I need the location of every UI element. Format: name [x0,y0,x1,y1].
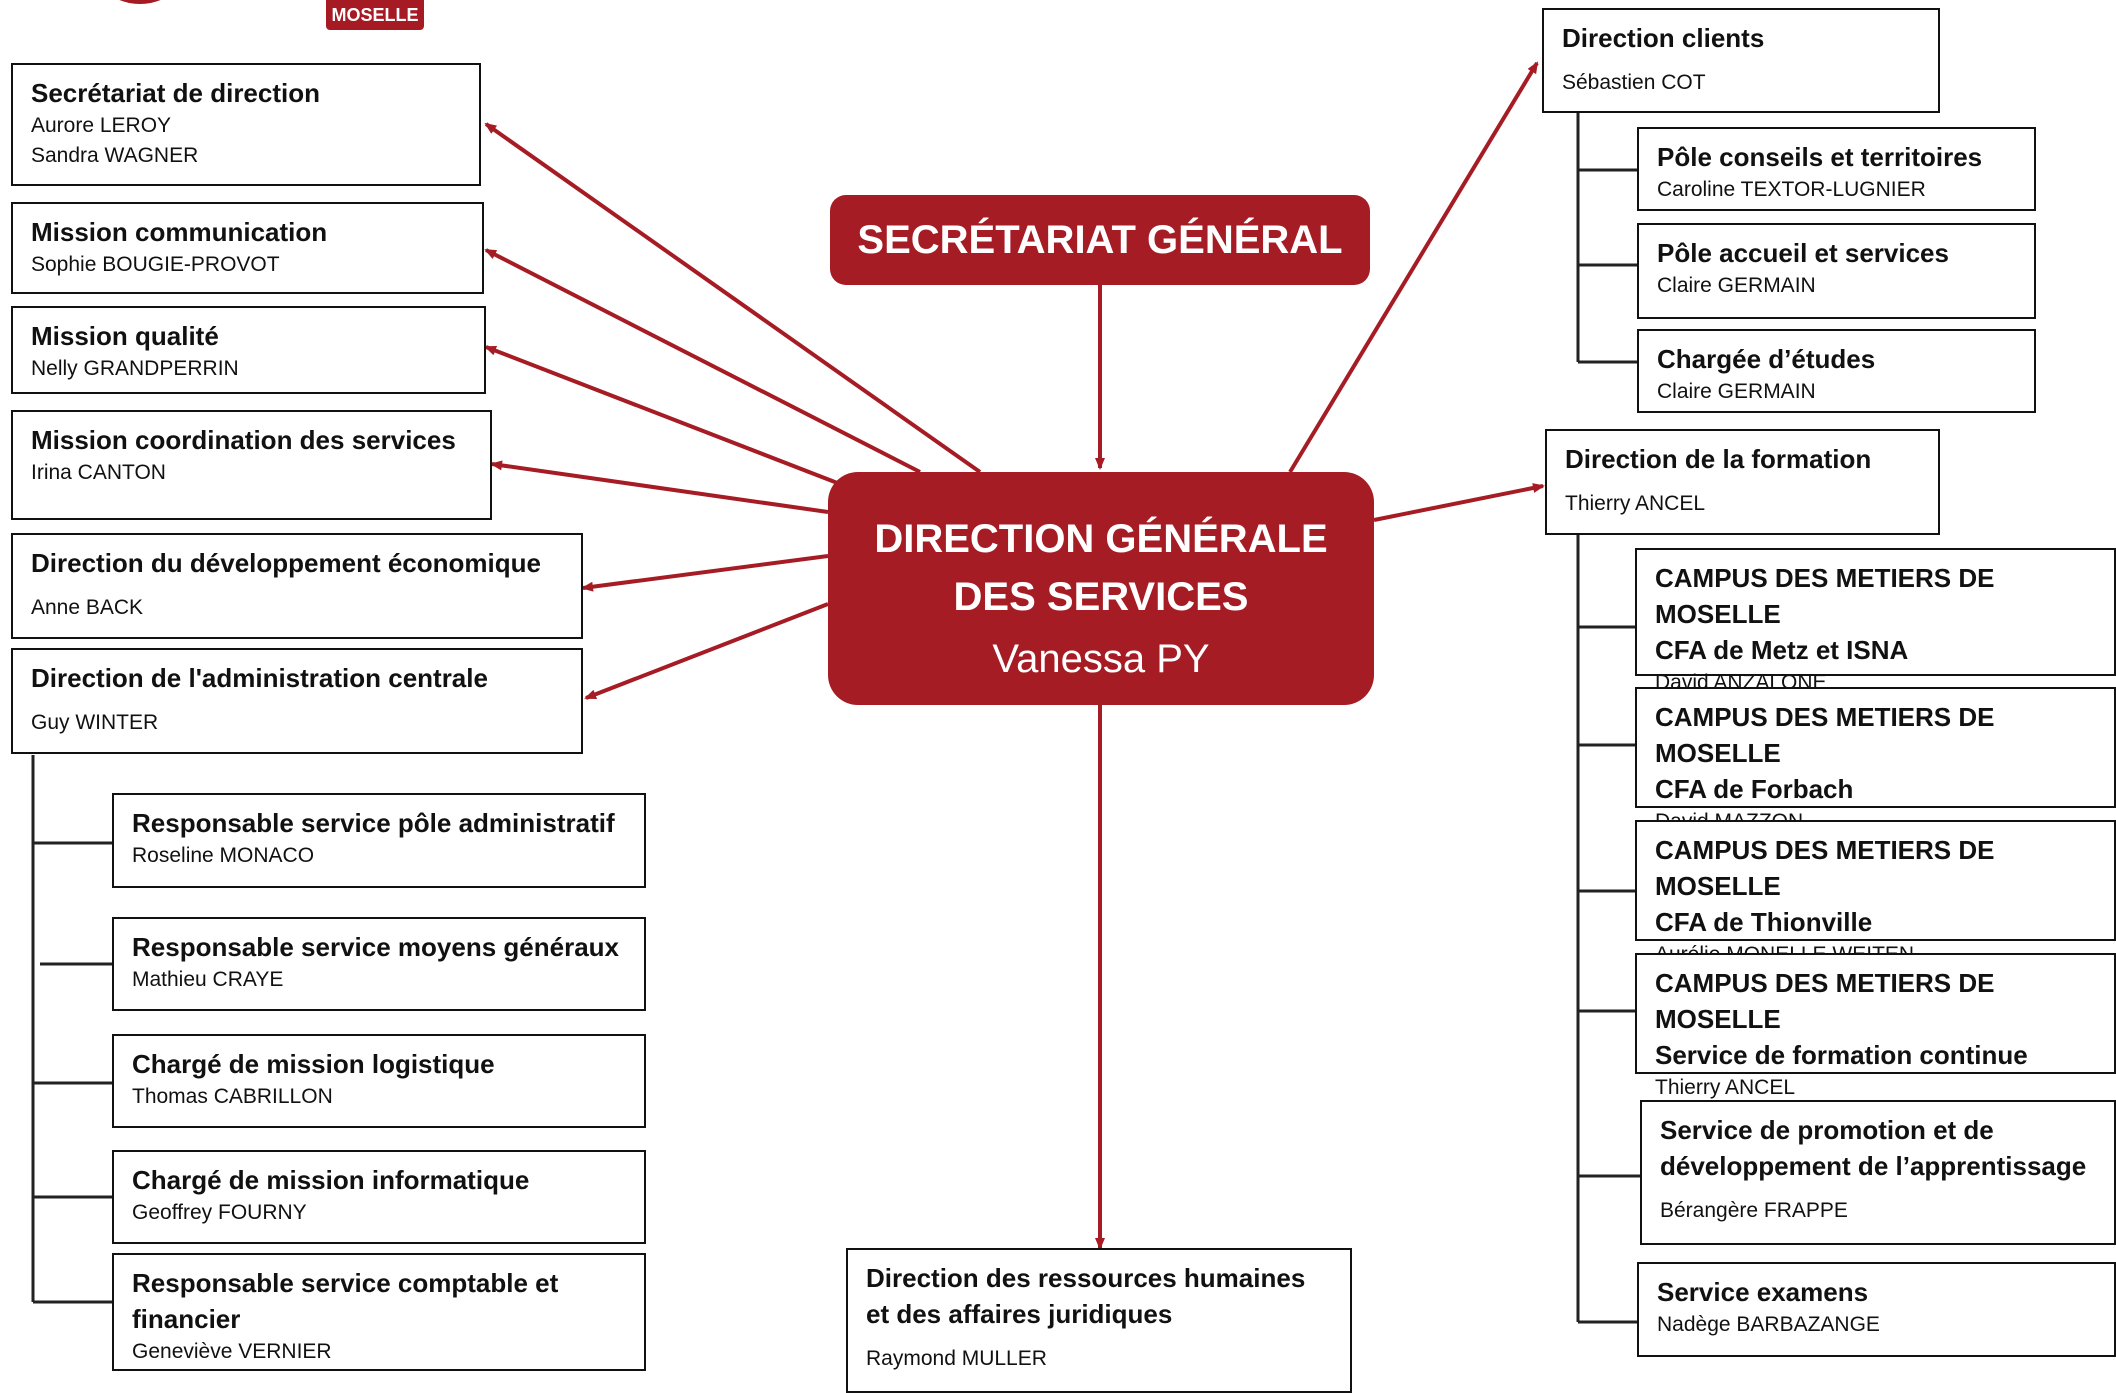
box-title-line: développement de l’apprentissage [1660,1151,2087,1181]
box-pole-accueil: Pôle accueil et services Claire GERMAIN [1637,223,2036,319]
box-pole-administratif: Responsable service pôle administratif R… [112,793,646,888]
box-title: Responsable service moyens généraux [132,932,620,962]
box-mission-coordination: Mission coordination des services Irina … [11,410,492,520]
box-mission-logistique: Chargé de mission logistique Thomas CABR… [112,1034,646,1128]
box-title: Chargé de mission logistique [132,1049,495,1079]
box-title: Direction clients [1562,23,1765,53]
box-cfa-forbach: CAMPUS DES METIERS DE MOSELLE CFA de For… [1635,687,2116,833]
person-name: Sébastien COT [1562,71,1706,94]
box-title-line: CFA de Thionville [1655,907,1873,937]
box-title-line: CAMPUS DES METIERS DE MOSELLE [1655,702,1995,768]
box-title-line: Service de promotion et de [1660,1115,1994,1145]
dgs-name: Vanessa PY [992,637,1210,681]
box-title: Chargé de mission informatique [132,1165,530,1195]
box-title: Direction de l'administration centrale [31,663,488,693]
person-name: Roseline MONACO [132,844,315,867]
box-title: Pôle accueil et services [1657,238,1949,268]
box-title: Mission coordination des services [31,425,456,455]
box-title-line: CAMPUS DES METIERS DE MOSELLE [1655,563,1995,629]
box-title: Secrétariat de direction [31,78,320,108]
person-name: Anne BACK [31,596,144,619]
box-secretariat-direction: Secrétariat de direction Aurore LEROY Sa… [11,63,481,186]
box-title-line: Service de formation continue [1655,1040,2028,1070]
box-moyens-generaux: Responsable service moyens généraux Math… [112,917,646,1011]
person-name: Thierry ANCEL [1655,1076,1796,1099]
person-name: Irina CANTON [31,461,166,484]
person-name: Geoffrey FOURNY [132,1201,307,1224]
person-name: Claire GERMAIN [1657,380,1816,403]
person-name: Nadège BARBAZANGE [1657,1313,1880,1336]
person-name: Claire GERMAIN [1657,274,1816,297]
box-title-line: et des affaires juridiques [866,1299,1173,1329]
person-name: Sandra WAGNER [31,144,199,167]
box-title: Direction de la formation [1565,444,1872,474]
box-title: Mission communication [31,217,328,247]
box-title-line: CAMPUS DES METIERS DE MOSELLE [1655,835,1995,901]
box-title: Chargée d’études [1657,344,1876,374]
arrow-direction-formation [1373,483,1545,522]
box-mission-informatique: Chargé de mission informatique Geoffrey … [112,1150,646,1244]
box-cfa-thionville: CAMPUS DES METIERS DE MOSELLE CFA de Thi… [1635,820,2116,966]
person-name: Thomas CABRILLON [132,1085,333,1108]
person-name: Guy WINTER [31,711,159,734]
direction-generale-box: DIRECTION GÉNÉRALE DES SERVICES Vanessa … [828,472,1374,705]
box-service-examens: Service examens Nadège BARBAZANGE [1637,1262,2116,1357]
person-name: Thierry ANCEL [1565,492,1706,515]
box-title-line: Responsable service comptable et [132,1268,559,1298]
box-promotion-apprentissage: Service de promotion et de développement… [1640,1100,2116,1245]
arrow-mission-coordination [490,460,829,514]
dgs-title-line2: DES SERVICES [953,575,1249,619]
box-cfa-metz: CAMPUS DES METIERS DE MOSELLE CFA de Met… [1635,548,2116,694]
box-title: Direction du développement économique [31,548,541,578]
dgs-title-line1: DIRECTION GÉNÉRALE [874,517,1328,561]
box-mission-communication: Mission communication Sophie BOUGIE-PROV… [11,202,484,294]
box-title-line: Direction des ressources humaines [866,1263,1306,1293]
box-title: Responsable service pôle administratif [132,808,615,838]
person-name: Mathieu CRAYE [132,968,284,991]
box-title-line: CAMPUS DES METIERS DE MOSELLE [1655,968,1995,1034]
box-formation-continue: CAMPUS DES METIERS DE MOSELLE Service de… [1635,953,2116,1099]
box-ressources-humaines: Direction des ressources humaines et des… [846,1248,1352,1393]
box-title-line: CFA de Forbach [1655,774,1854,804]
box-direction-formation: Direction de la formation Thierry ANCEL [1545,429,1940,535]
logo-arc [85,0,195,4]
arrow-secretariat-direction [484,122,982,474]
arrow-dev-economique [581,554,829,592]
box-mission-qualite: Mission qualité Nelly GRANDPERRIN [11,306,486,394]
person-name: Nelly GRANDPERRIN [31,357,239,380]
box-service-comptable: Responsable service comptable et financi… [112,1253,646,1371]
person-name: Bérangère FRAPPE [1660,1199,1848,1222]
logo-moselle-tag: MOSELLE [326,0,424,30]
box-title-line: CFA de Metz et ISNA [1655,635,1909,665]
person-name: Aurore LEROY [31,114,172,137]
box-title: Mission qualité [31,321,219,351]
box-developpement-economique: Direction du développement économique An… [11,533,583,639]
box-chargee-etudes: Chargée d’études Claire GERMAIN [1637,329,2036,413]
box-title-line: financier [132,1304,241,1334]
arrow-mission-qualite [484,345,841,486]
person-name: Geneviève VERNIER [132,1340,332,1363]
box-title: Pôle conseils et territoires [1657,142,1983,172]
person-name: Sophie BOUGIE-PROVOT [31,253,280,276]
box-direction-clients: Direction clients Sébastien COT [1542,8,1940,113]
secretariat-general-box: SECRÉTARIAT GÉNÉRAL [830,195,1370,285]
box-pole-conseils: Pôle conseils et territoires Caroline TE… [1637,127,2036,211]
person-name: Raymond MULLER [866,1347,1047,1370]
arrow-administration-centrale [584,602,829,700]
person-name: Caroline TEXTOR-LUGNIER [1657,178,1926,201]
box-title: Service examens [1657,1277,1869,1307]
box-administration-centrale: Direction de l'administration centrale G… [11,648,583,754]
